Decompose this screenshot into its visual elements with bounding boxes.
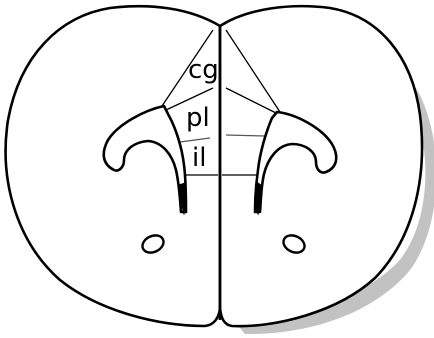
label-cg: cg xyxy=(188,55,219,85)
label-pl: pl xyxy=(186,103,210,133)
label-il: il xyxy=(192,143,206,173)
